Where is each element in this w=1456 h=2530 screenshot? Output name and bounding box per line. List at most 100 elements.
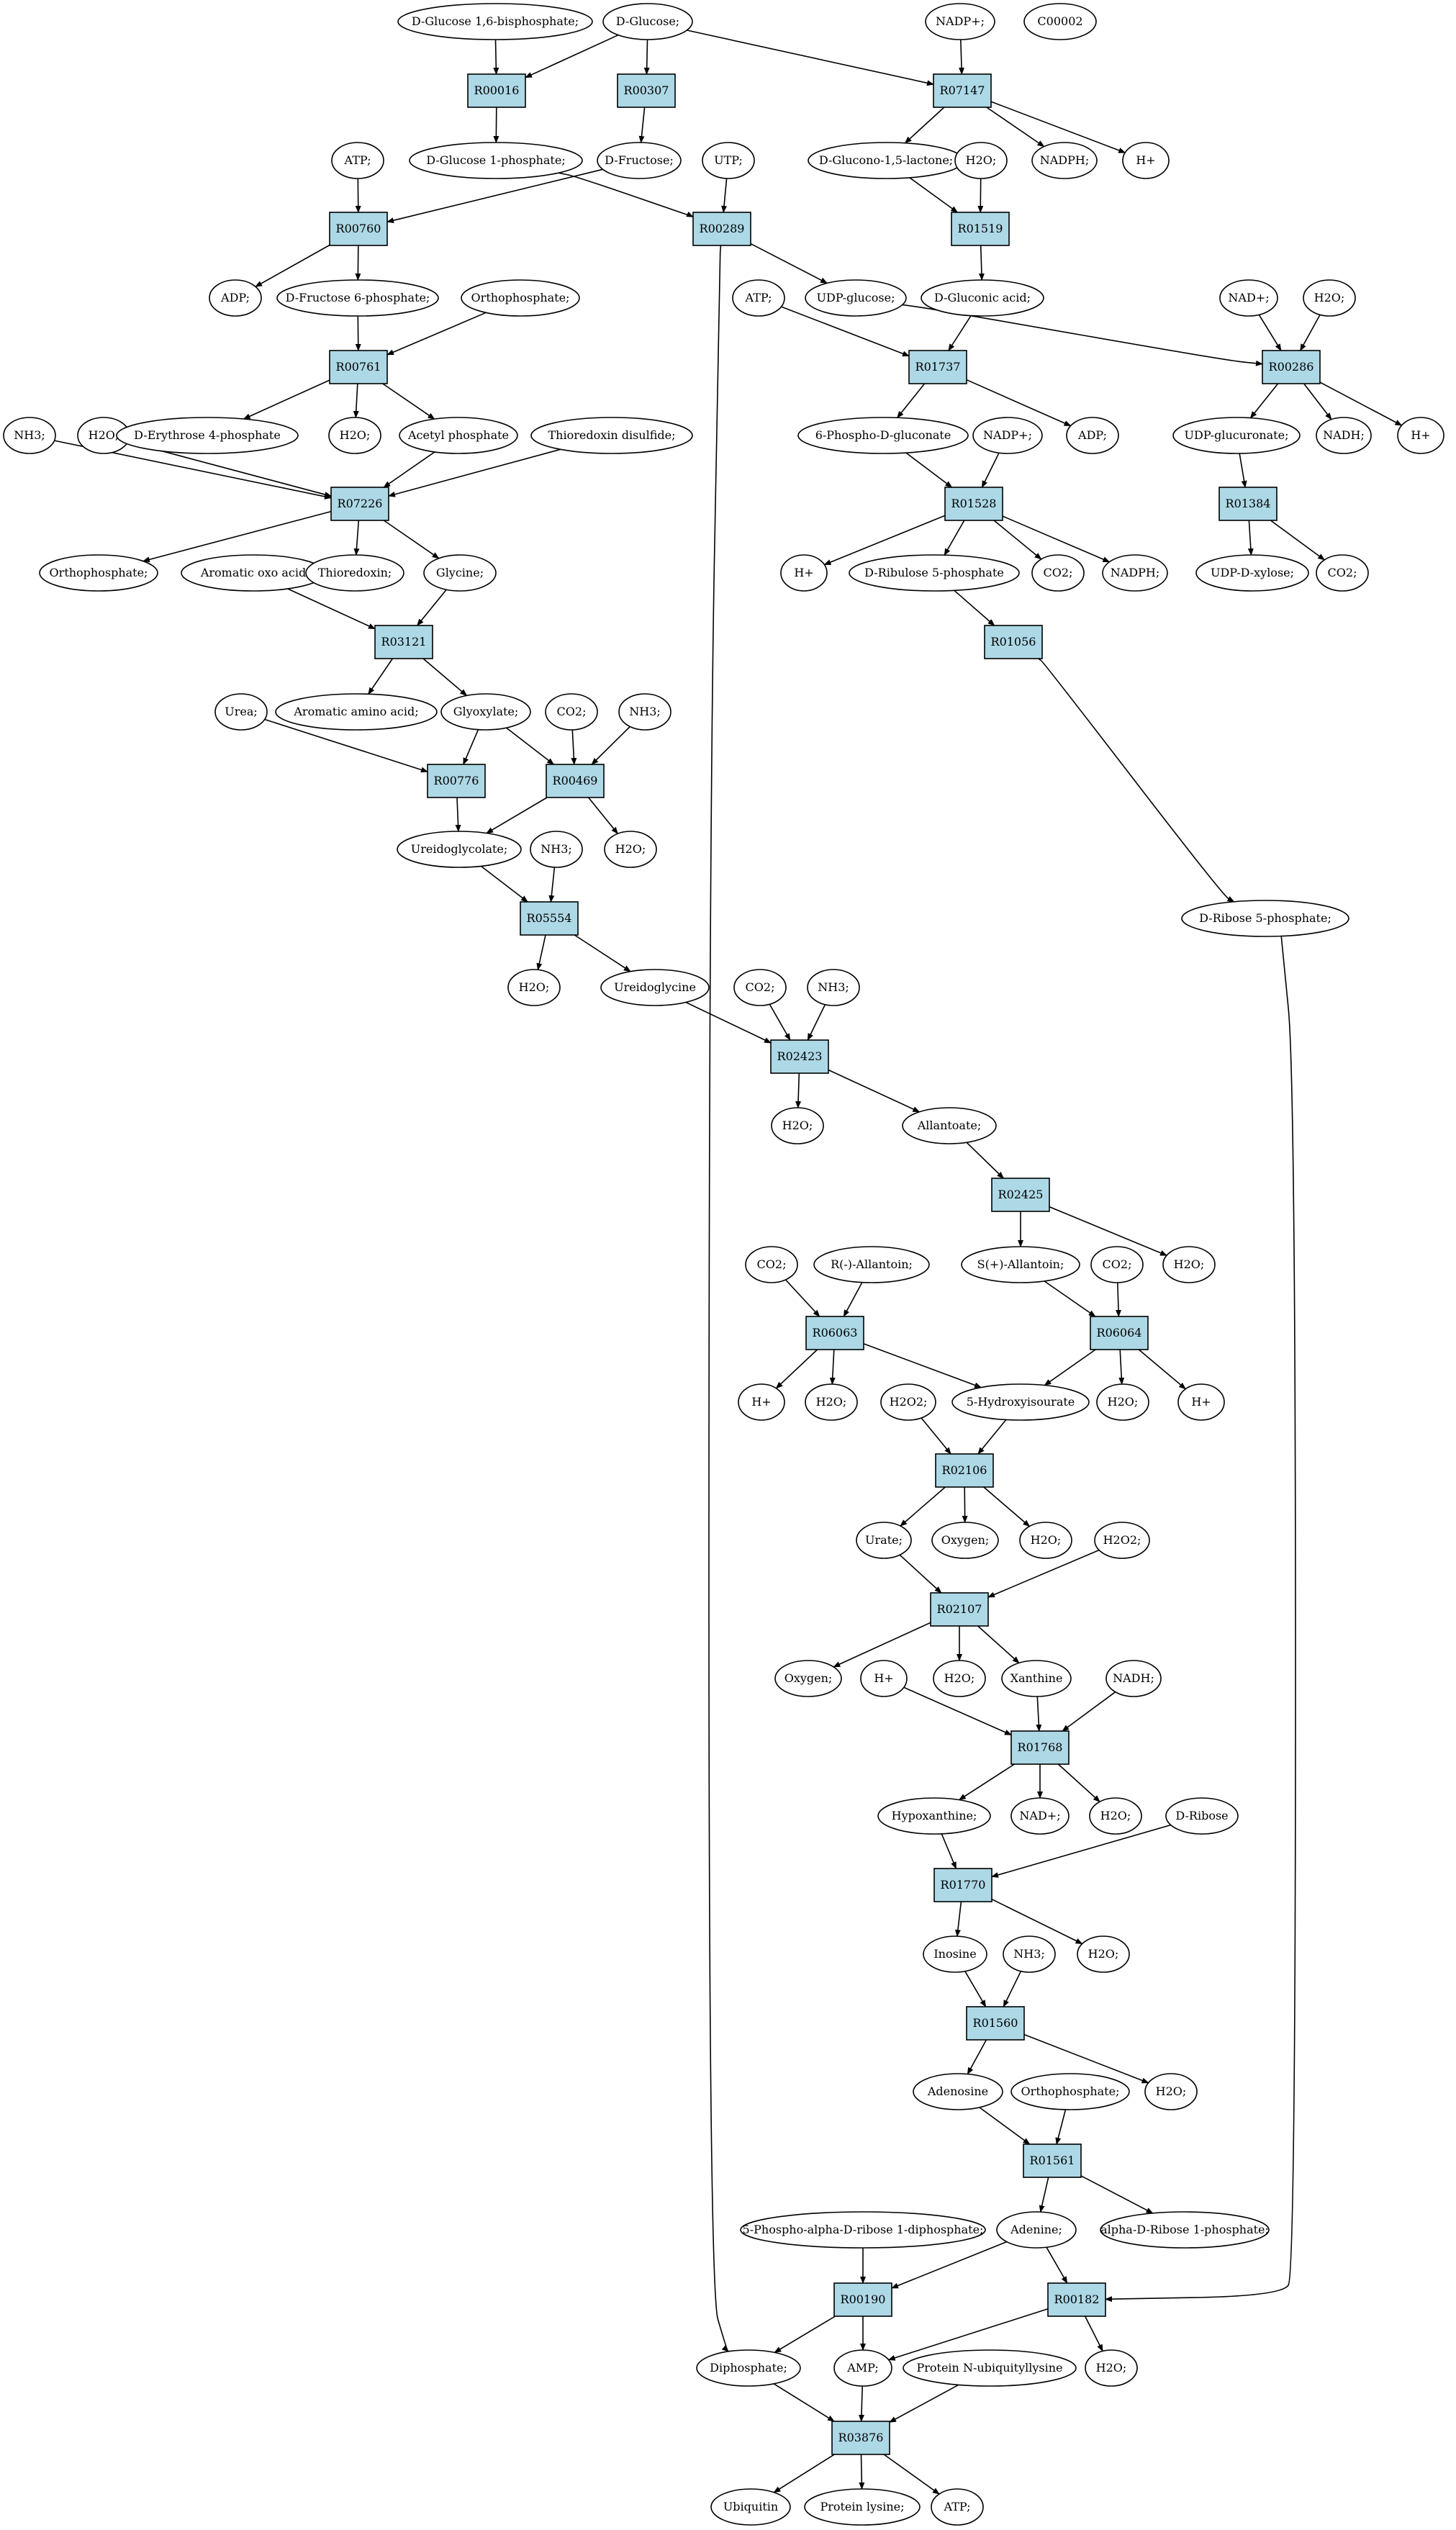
edge-allantoate-to-r02425	[966, 1142, 1005, 1179]
edge-r00761-to-e4p	[243, 379, 330, 420]
node-label: UDP-D-xylose;	[1211, 566, 1294, 579]
edge-r00469-to-ureidoglycolate	[486, 797, 548, 834]
compound-ellipse	[954, 142, 1008, 179]
node-label: Aromatic amino acid;	[293, 705, 418, 718]
node-label: UTP;	[714, 153, 743, 167]
node-label: Allantoate;	[917, 1119, 982, 1132]
compound-node-glc1p: D-Glucose 1-phosphate;	[409, 142, 583, 179]
compound-node-nh3_c: NH3;	[530, 831, 583, 868]
node-label: ATP;	[944, 2500, 971, 2513]
node-label: ATP;	[344, 153, 371, 167]
compound-ellipse	[423, 554, 497, 592]
compound-ellipse	[710, 2488, 791, 2526]
node-label: R00016	[474, 83, 520, 97]
edge-r01528-to-co2_a	[993, 520, 1042, 560]
node-label: R01737	[915, 360, 961, 374]
compound-ellipse	[1195, 554, 1309, 592]
compound-ellipse	[740, 2211, 986, 2249]
node-label: R00776	[434, 774, 479, 787]
edge-r06063-to-hplus4	[775, 1349, 818, 1389]
edge-r07147-to-nadph1	[986, 107, 1045, 148]
edge-co2_f-to-r06064	[1116, 1282, 1122, 1317]
edge-r01737-to-adp2	[966, 379, 1072, 427]
compound-ellipse	[600, 969, 710, 1006]
reaction-node-r01056: R01056	[984, 625, 1043, 659]
reaction-box	[467, 73, 526, 108]
node-label: Orthophosphate;	[50, 566, 148, 579]
compound-node-adp1: ADP;	[209, 279, 262, 317]
edge-utp-to-r00289	[721, 178, 728, 213]
edge-dglucose-to-r07147	[687, 30, 934, 86]
node-label: H2O;	[1108, 1395, 1139, 1409]
edge-r02423-to-h2o_g	[795, 1072, 802, 1108]
compound-ellipse	[1089, 1797, 1142, 1835]
edge-r06064-to-h2o_j	[1118, 1349, 1125, 1385]
node-label: Protein N-ubiquityllysine	[916, 2361, 1062, 2375]
edge-aromoxo-to-r03121	[287, 588, 376, 630]
reaction-box	[1090, 1316, 1149, 1350]
reaction-node-r02107: R02107	[930, 1592, 989, 1627]
compound-node-rallantoin: R(-)-Allantoin;	[813, 1246, 930, 1283]
compound-node-h2o2_a: H2O2;	[880, 1383, 936, 1421]
reaction-node-r01770: R01770	[933, 1868, 992, 1902]
reaction-box	[933, 1868, 992, 1902]
node-label: 5-Phospho-alpha-D-ribose 1-diphosphate;	[743, 2223, 984, 2236]
node-label: H2O;	[1031, 1533, 1062, 1547]
compound-ellipse	[860, 1660, 908, 1697]
node-label: Orthophosphate;	[471, 291, 570, 304]
reaction-box	[991, 1178, 1050, 1212]
node-label: R06063	[813, 1326, 858, 1339]
reaction-node-r01519: R01519	[951, 212, 1010, 246]
node-label: H2O;	[519, 980, 550, 994]
compound-node-urea: Urea;	[214, 693, 268, 731]
edge-r07147-to-gluconolactone	[904, 107, 945, 144]
compound-ellipse	[1316, 554, 1369, 592]
edge-r02423-to-allantoate	[828, 1069, 921, 1113]
edge-r01519-to-gluconic	[978, 245, 985, 281]
edge-r02106-to-oxygen1	[962, 1486, 968, 1523]
compound-node-oxygen1: Oxygen;	[931, 1522, 999, 1559]
node-label: H2O;	[1100, 1809, 1131, 1822]
compound-node-hypoxanthine: Hypoxanthine;	[877, 1797, 991, 1835]
compound-ellipse	[1102, 554, 1168, 592]
compound-node-nadp1: NADP+;	[925, 3, 995, 40]
edge-ureidoglycolate-to-r05554	[480, 865, 528, 903]
compound-ellipse	[530, 831, 583, 868]
compound-node-amp: AMP;	[833, 2349, 892, 2387]
compound-ellipse	[805, 279, 907, 317]
compound-ellipse	[797, 417, 969, 454]
compound-ellipse	[738, 1383, 785, 1421]
compound-node-orthop3: Orthophosphate;	[1010, 2073, 1130, 2110]
edge-ureidoglycine-to-r02423	[685, 1001, 772, 1044]
edge-hypoxanthine-to-r01770	[941, 1833, 957, 1869]
compound-node-h2o_e: H2O;	[604, 831, 657, 868]
edge-gluconolactone-to-r01519	[909, 177, 959, 213]
node-label: R00761	[336, 360, 381, 374]
compound-ellipse	[1303, 279, 1356, 317]
node-label: R01384	[1226, 497, 1271, 510]
edge-r00182-to-h2o_p	[1084, 2316, 1103, 2352]
compound-ellipse	[913, 2073, 1003, 2110]
node-label: NH3;	[541, 842, 572, 856]
compound-ellipse	[1177, 1383, 1225, 1421]
edge-r01768-to-hypoxanthine	[958, 1763, 1015, 1801]
edge-r06064-to-hplus5	[1138, 1349, 1186, 1390]
node-label: H2O;	[340, 428, 371, 442]
reaction-box	[1218, 487, 1278, 521]
compound-node-adenosine: Adenosine	[913, 2073, 1003, 2110]
compound-ellipse	[1096, 1383, 1149, 1421]
edge-hiu-to-r02106	[977, 1419, 1007, 1455]
compound-node-protlys: Protein lysine;	[804, 2488, 921, 2526]
edge-r01768-to-h2o_m	[1057, 1763, 1100, 1802]
compound-node-c00002: C00002	[1023, 3, 1097, 40]
compound-node-dglucose: D-Glucose;	[602, 3, 693, 40]
edge-orthop3-to-r01561	[1055, 2109, 1067, 2145]
reaction-node-r00760: R00760	[329, 212, 388, 246]
node-label: NAD+;	[1019, 1809, 1060, 1822]
compound-ellipse	[1010, 2073, 1130, 2110]
node-label: R02423	[777, 1049, 823, 1063]
reaction-box	[1047, 2282, 1106, 2317]
compound-ellipse	[1162, 1246, 1216, 1283]
edge-r02107-to-xanthine	[977, 1625, 1020, 1664]
compound-node-gluconolactone: D-Glucono-1,5-lactone;	[808, 142, 964, 179]
